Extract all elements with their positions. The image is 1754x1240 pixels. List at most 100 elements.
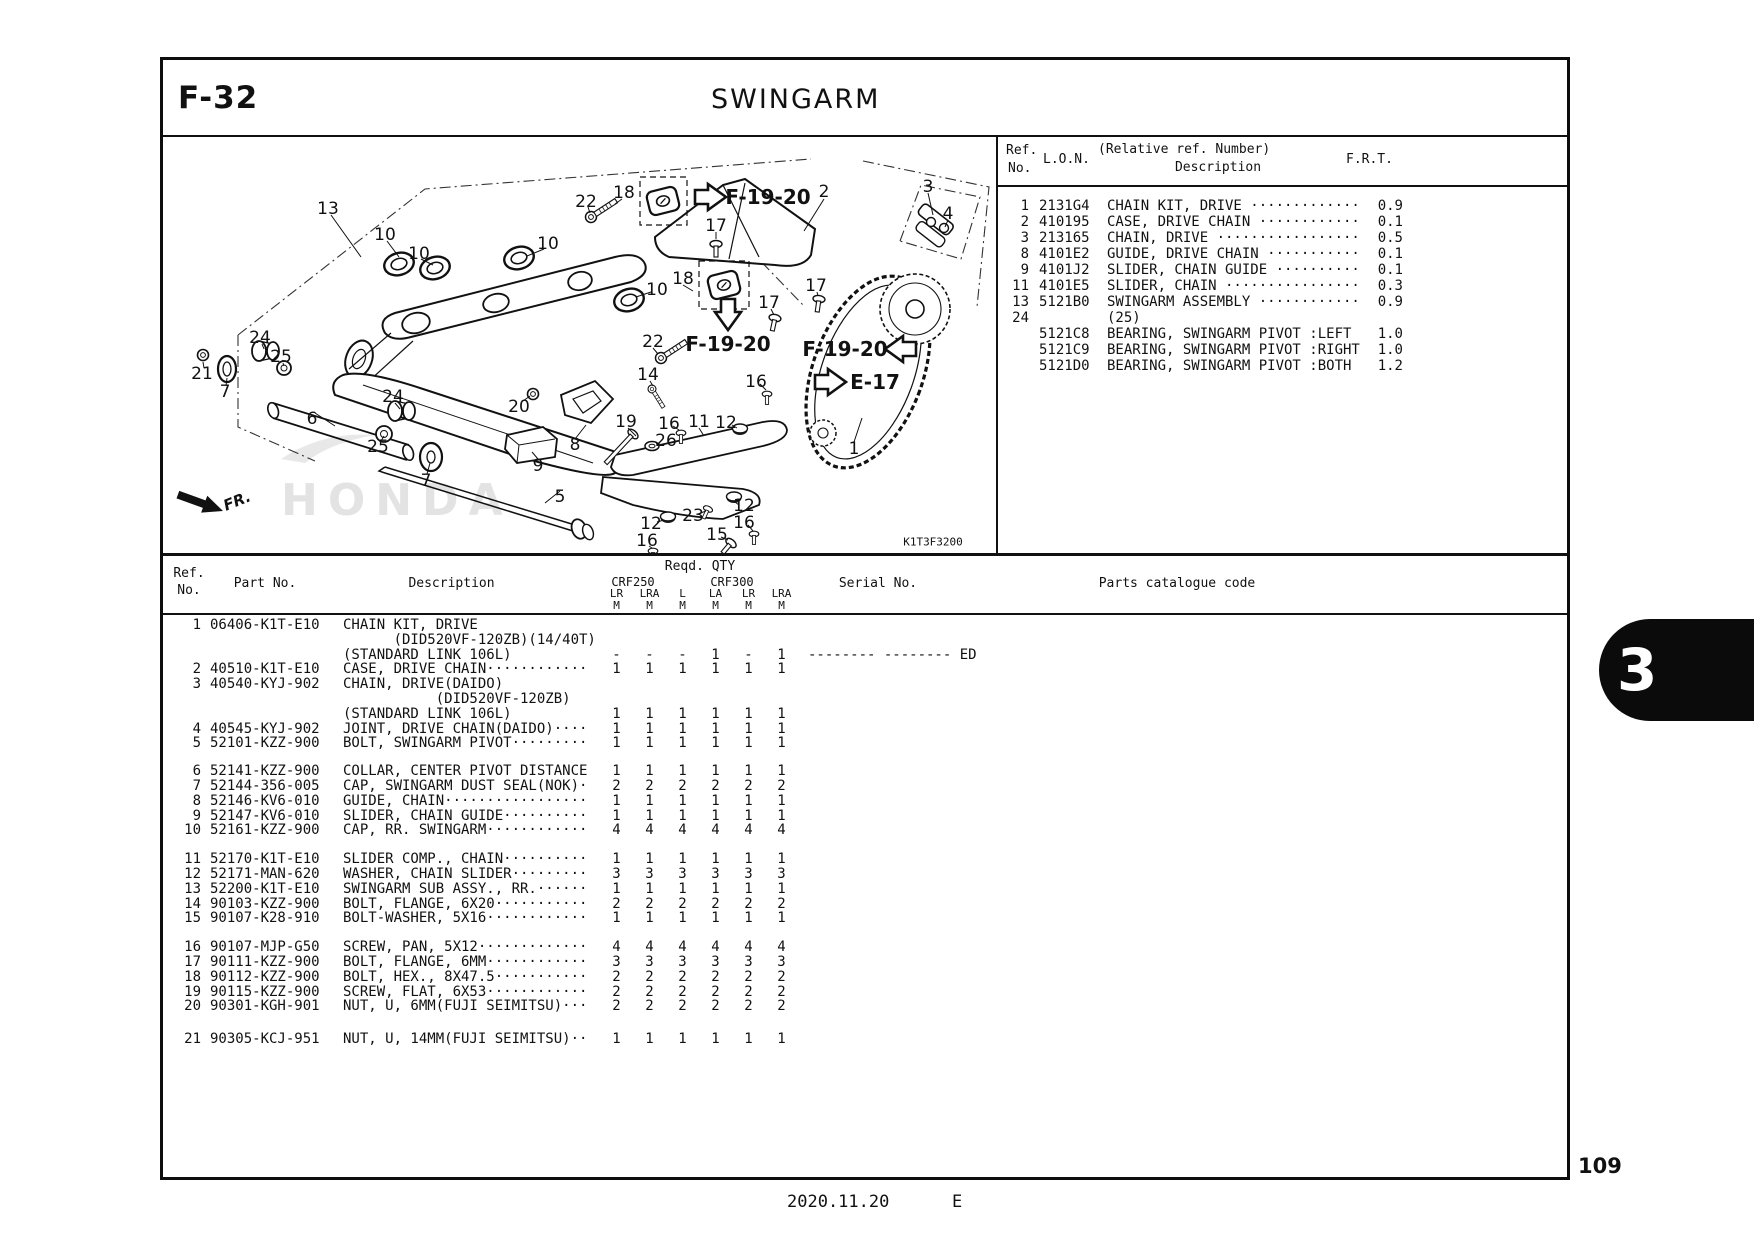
- diagram-callout-number: 1: [848, 439, 860, 459]
- diagram-callout-number: 10: [408, 244, 430, 264]
- diagram-callout-number: 16: [745, 372, 767, 392]
- diagram-callout-number: 17: [705, 216, 727, 236]
- model-crf250-header: CRF250: [611, 575, 655, 589]
- diagram-callout-number: 16: [658, 414, 680, 434]
- frt-col-header: F.R.T.: [1346, 152, 1393, 167]
- diagram-callout-number: 7: [420, 471, 432, 491]
- ref-no-header2: No.: [177, 583, 201, 598]
- diagram-callout-number: 26: [655, 431, 677, 451]
- page-frame: F-32 SWINGARM HONDA: [160, 57, 1570, 1180]
- fr-direction-label: FR.: [220, 487, 254, 515]
- parts-table-row-line: (DID520VF-120ZB): [343, 690, 571, 707]
- section-tab: 3: [1599, 619, 1754, 721]
- parts-table-row-line: (DID520VF-120ZB)(14/40T): [343, 631, 596, 648]
- diagram-callout-number: 2: [818, 182, 830, 202]
- honda-wing-watermark: [281, 434, 375, 463]
- ref-col-header2: No.: [1008, 161, 1032, 176]
- diagram-callout-number: 12: [640, 514, 662, 534]
- diagram-and-ref-row: HONDA: [163, 137, 1567, 553]
- reference-table-panel: Ref. No. L.O.N. (Relative ref. Number) D…: [996, 137, 1567, 553]
- diagram-callout-number: 13: [317, 199, 339, 219]
- section-tab-number: 3: [1617, 636, 1658, 704]
- description-col-header: Description: [1174, 160, 1262, 175]
- diagram-callout-number: 6: [306, 409, 318, 429]
- diagram-ref-link: E-17: [850, 370, 900, 394]
- diagram-callout-number: 14: [637, 365, 659, 385]
- diagram-callout-number: 3: [922, 177, 934, 197]
- diagram-callout-number: 24: [382, 387, 404, 407]
- diagram-drawing: HONDA: [176, 158, 990, 553]
- diagram-callout-number: 18: [613, 183, 635, 203]
- diagram-panel: HONDA: [163, 137, 996, 553]
- diagram-callout-number: 10: [374, 225, 396, 245]
- footer-date: 2020.11.20: [787, 1192, 890, 1212]
- lon-col-header: L.O.N.: [1043, 152, 1090, 167]
- diagram-callout-number: 17: [805, 276, 827, 296]
- diagram-callout-number: 22: [642, 332, 664, 352]
- page-number: 109: [1578, 1154, 1622, 1178]
- reqd-qty-header: Reqd. QTY: [664, 559, 736, 574]
- diagram-callout-number: 16: [636, 531, 658, 551]
- diagram-callout-number: 16: [733, 513, 755, 533]
- page-header: F-32 SWINGARM: [163, 60, 1567, 137]
- diagram-callout-number: 8: [569, 435, 581, 455]
- diagram-callout-number: 10: [646, 280, 668, 300]
- parts-table: Reqd. QTY Ref. No. Part No. Description …: [163, 553, 1567, 1177]
- ref-table-row: 24(25): [1012, 310, 1141, 326]
- ref-no-header: Ref.: [173, 566, 205, 581]
- diagram-callout-number: 11: [688, 412, 710, 432]
- diagram-callout-number: 19: [615, 412, 637, 432]
- page-title: SWINGARM: [711, 84, 881, 115]
- honda-watermark-text: HONDA: [281, 475, 513, 526]
- diagram-callout-number: 15: [706, 525, 728, 545]
- diagram-callout-number: 22: [575, 192, 597, 212]
- diagram-callout-number: 23: [682, 506, 704, 526]
- diagram-callout-number: 18: [672, 269, 694, 289]
- ref-table-header: Ref. No. L.O.N. (Relative ref. Number) D…: [998, 137, 1567, 187]
- diagram-callout-number: 25: [367, 437, 389, 457]
- diagram-ref-link: F-19-20: [685, 332, 771, 356]
- diagram-callout-number: 4: [942, 204, 954, 224]
- description-header: Description: [408, 576, 495, 591]
- diagram-ref-link: F-19-20: [725, 185, 811, 209]
- footer-edition: E: [952, 1192, 963, 1212]
- diagram-callout-number: 7: [219, 382, 231, 402]
- ref-col-header: Ref.: [1006, 143, 1038, 158]
- diagram-callout-number: 12: [733, 496, 755, 516]
